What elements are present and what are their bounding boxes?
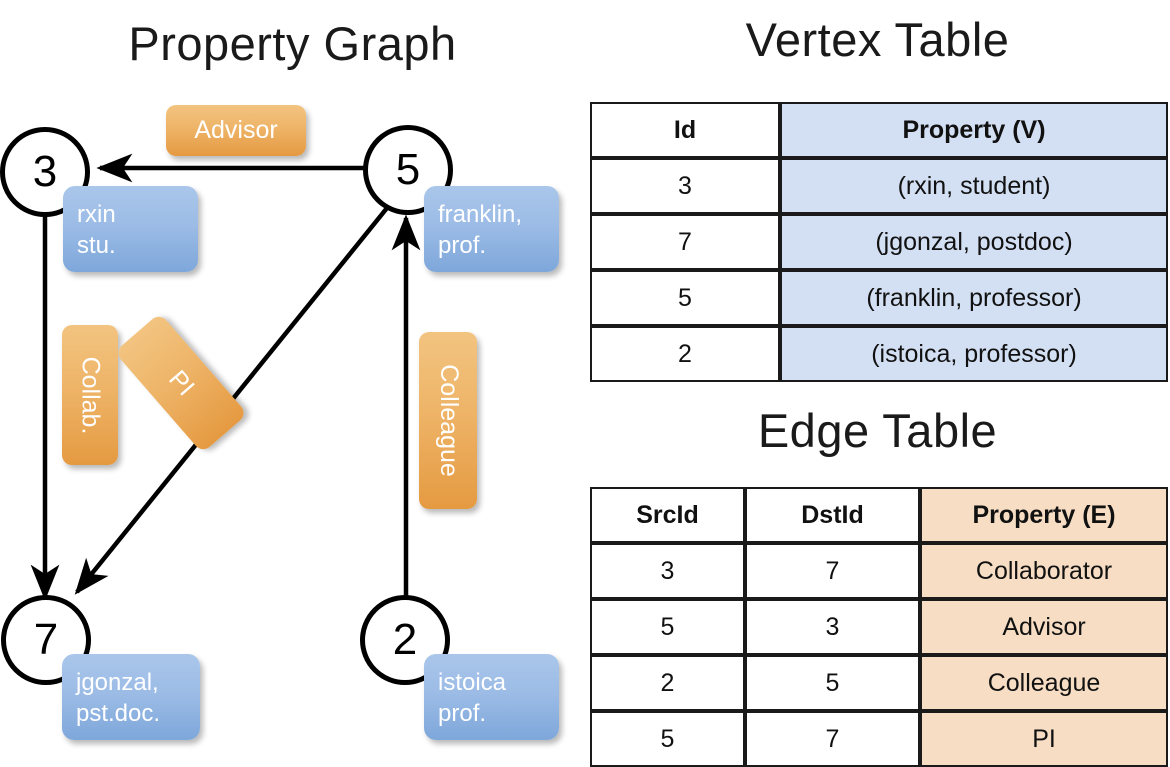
edge-cell-property: Advisor: [920, 599, 1168, 655]
edge-label-colleague[interactable]: Colleague: [419, 332, 477, 509]
table-row[interactable]: 5 7 PI: [590, 711, 1168, 767]
vertex-cell-property: (istoica, professor): [780, 326, 1168, 382]
vertex-property-box-5[interactable]: franklin, prof.: [424, 186, 559, 272]
vertex-property-line: stu.: [77, 231, 116, 259]
edge-cell-property: Collaborator: [920, 543, 1168, 599]
graph-node-3-label: 3: [32, 147, 58, 196]
graph-node-5-label: 5: [395, 145, 421, 194]
vertex-property-line: prof.: [438, 699, 487, 727]
vertex-cell-id: 5: [590, 270, 780, 326]
vertex-property-box-3[interactable]: rxin stu.: [63, 186, 198, 272]
vertex-property-line: franklin,: [438, 201, 523, 228]
edge-cell-property: PI: [920, 711, 1168, 767]
edge-cell-src: 5: [590, 599, 745, 655]
vertex-cell-property: (jgonzal, postdoc): [780, 214, 1168, 270]
edge-cell-property: Colleague: [920, 655, 1168, 711]
vertex-property-line: jgonzal,: [76, 669, 159, 696]
table-row[interactable]: 2 (istoica, professor): [590, 326, 1168, 382]
table-row[interactable]: 5 (franklin, professor): [590, 270, 1168, 326]
edge-header-property: Property (E): [920, 487, 1168, 543]
edge-cell-src: 3: [590, 543, 745, 599]
table-header-row: SrcId DstId Property (E): [590, 487, 1168, 543]
edge-cell-src: 2: [590, 655, 745, 711]
edge-cell-dst: 5: [745, 655, 920, 711]
edge-label-advisor[interactable]: Advisor: [166, 105, 306, 156]
edge-table: SrcId DstId Property (E) 3 7 Collaborato…: [590, 487, 1168, 767]
edge-label-text: PI: [163, 364, 200, 401]
table-row[interactable]: 3 7 Collaborator: [590, 543, 1168, 599]
table-row[interactable]: 7 (jgonzal, postdoc): [590, 214, 1168, 270]
edge-header-srcid: SrcId: [590, 487, 745, 543]
vertex-cell-id: 7: [590, 214, 780, 270]
vertex-cell-id: 2: [590, 326, 780, 382]
edge-label-collab[interactable]: Collab.: [62, 325, 118, 465]
vertex-cell-property: (rxin, student): [780, 158, 1168, 214]
vertex-property-box-7[interactable]: jgonzal, pst.doc.: [62, 654, 200, 740]
graph-node-5[interactable]: 5: [363, 125, 453, 215]
vertex-property-box-2[interactable]: istoica prof.: [424, 654, 559, 740]
page-title-edge-table: Edge Table: [757, 404, 998, 457]
table-row[interactable]: 3 (rxin, student): [590, 158, 1168, 214]
edge-cell-dst: 7: [745, 543, 920, 599]
vertex-property-line: pst.doc.: [76, 699, 161, 727]
vertex-property-line: rxin: [77, 201, 116, 228]
edge-cell-dst: 7: [745, 711, 920, 767]
table-row[interactable]: 2 5 Colleague: [590, 655, 1168, 711]
vertex-cell-id: 3: [590, 158, 780, 214]
vertex-property-line: prof.: [438, 231, 487, 259]
graph-node-2-label: 2: [392, 615, 418, 664]
page-title-property-graph: Property Graph: [128, 17, 457, 70]
vertex-header-id: Id: [590, 102, 780, 158]
vertex-header-property: Property (V): [780, 102, 1168, 158]
table-row[interactable]: 5 3 Advisor: [590, 599, 1168, 655]
graph-node-2[interactable]: 2: [360, 595, 450, 685]
edge-label-text: Collab.: [76, 356, 105, 434]
vertex-cell-property: (franklin, professor): [780, 270, 1168, 326]
table-header-row: Id Property (V): [590, 102, 1168, 158]
page-title-vertex-table: Vertex Table: [745, 13, 1010, 66]
edge-cell-dst: 3: [745, 599, 920, 655]
vertex-property-line: istoica: [438, 669, 507, 696]
edge-cell-src: 5: [590, 711, 745, 767]
graph-node-7-label: 7: [33, 615, 59, 664]
vertex-table: Id Property (V) 3 (rxin, student) 7 (jgo…: [590, 102, 1168, 382]
edge-label-text: Colleague: [434, 364, 463, 477]
edge-header-dstid: DstId: [745, 487, 920, 543]
edge-label-text: Advisor: [194, 116, 278, 144]
